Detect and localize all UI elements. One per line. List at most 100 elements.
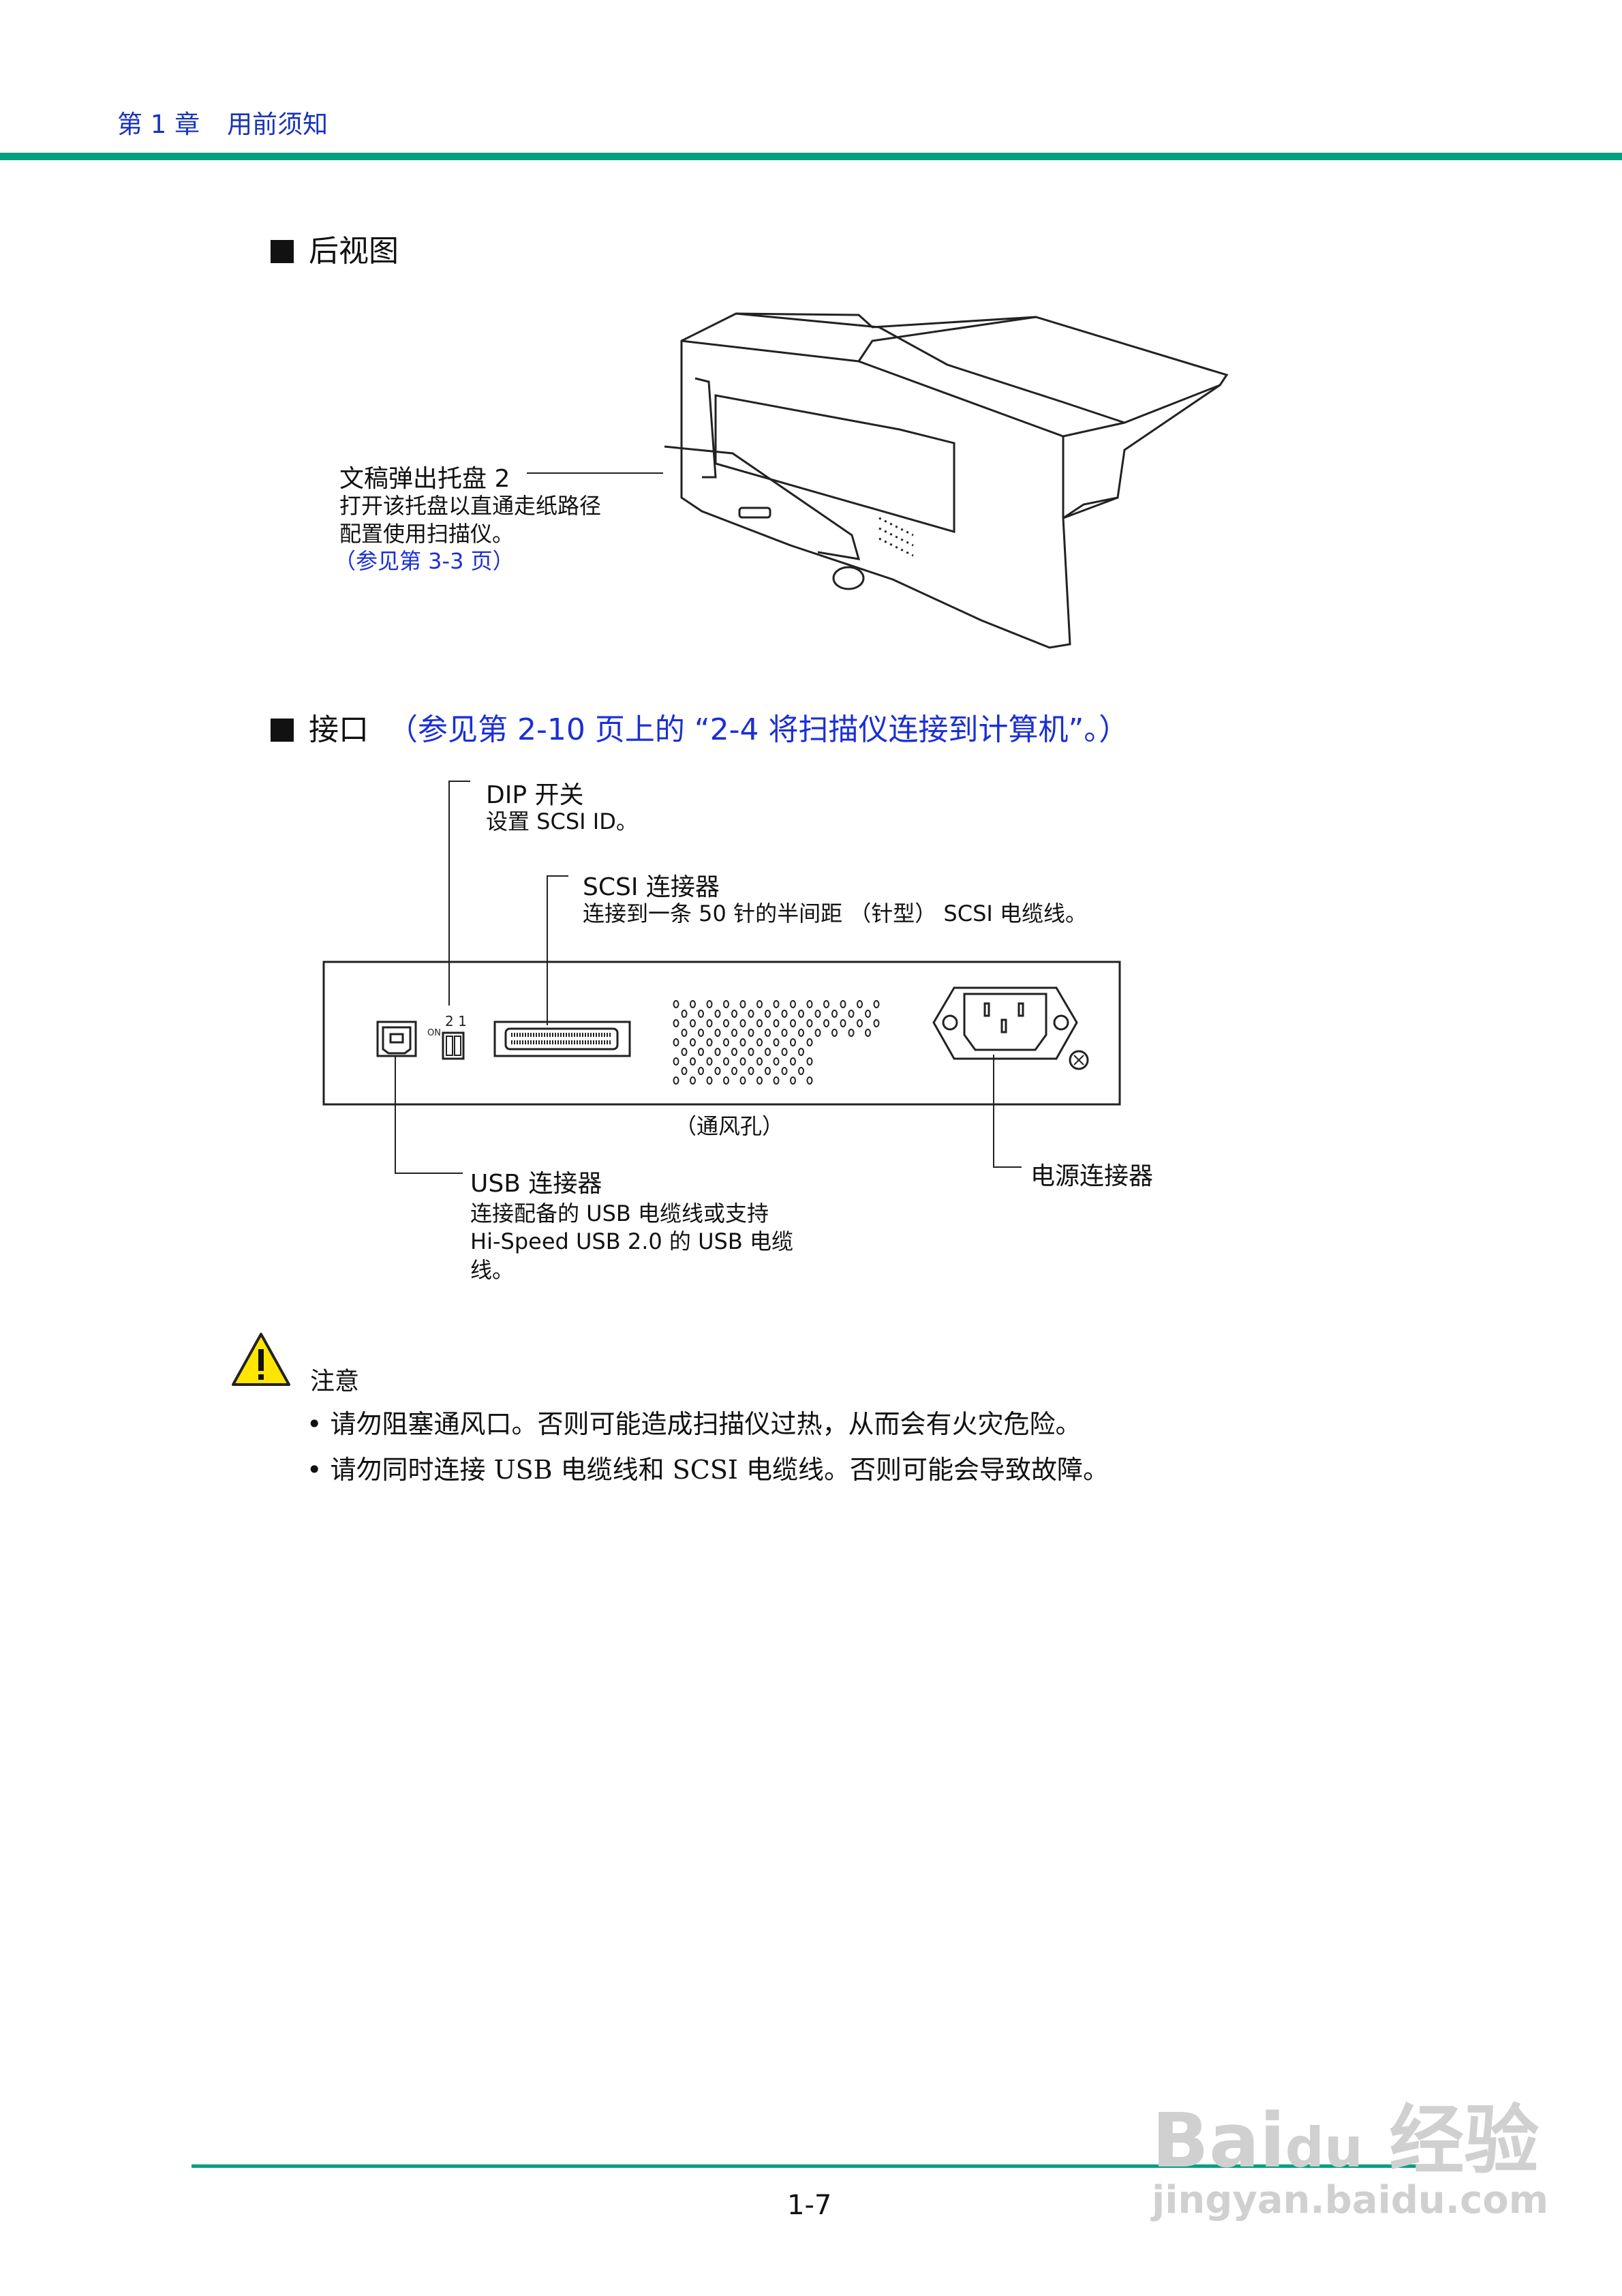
usb-title: USB 连接器 <box>470 1170 602 1198</box>
vent-hole <box>790 1057 796 1066</box>
vent-hole <box>765 1029 771 1037</box>
vent-hole <box>681 1029 688 1037</box>
dip-on-label: ON <box>427 1028 441 1038</box>
vent-hole <box>806 1038 813 1046</box>
vent-hole <box>814 1029 821 1037</box>
vent-hole <box>731 1067 737 1075</box>
caution-item: • 请勿同时连接 USB 电缆线和 SCSI 电缆线。否则可能会导致故障。 <box>307 1455 1109 1485</box>
vent-hole <box>773 1019 780 1027</box>
vent-hole <box>706 1038 713 1046</box>
tray-callout-title: 文稿弹出托盘 2 <box>339 465 510 493</box>
tray-page-reference-link[interactable]: （参见第 3-3 页） <box>334 548 515 574</box>
power-leader-tick <box>993 1166 1022 1168</box>
rear-panel-diagram: 2 1 ON <box>322 961 1121 1106</box>
vent-hole <box>756 1038 763 1046</box>
vent-hole <box>731 1010 737 1018</box>
vent-hole <box>690 1038 696 1046</box>
header-rule <box>0 153 1622 160</box>
rear-view-heading: 后视图 <box>271 226 399 270</box>
vent-hole <box>739 1057 746 1066</box>
caution-item-text: 请勿同时连接 USB 电缆线和 SCSI 电缆线。否则可能会导致故障。 <box>330 1455 1109 1485</box>
vent-hole <box>790 1038 796 1046</box>
vent-hole <box>748 1029 754 1037</box>
caution-item-text: 请勿阻塞通风口。否则可能造成扫描仪过热，从而会有火灾危险。 <box>330 1409 1082 1439</box>
vent-hole <box>798 1010 804 1018</box>
usb-leader-line <box>395 1056 396 1173</box>
vent-hole <box>773 1057 780 1066</box>
vent-hole <box>873 1019 880 1027</box>
vent-hole <box>873 1000 880 1008</box>
vent-hole <box>673 1057 679 1066</box>
vent-hole <box>698 1048 704 1056</box>
dip-switch-title: DIP 开关 <box>486 781 584 809</box>
chapter-title: 用前须知 <box>227 110 328 139</box>
vent-hole <box>706 1076 713 1085</box>
scsi-desc: 连接到一条 50 针的半间距 （针型） SCSI 电缆线。 <box>583 901 1087 926</box>
vent-hole <box>806 1000 813 1008</box>
vent-hole <box>857 1000 863 1008</box>
chapter-number: 第 1 章 <box>117 110 200 139</box>
vent-hole <box>714 1010 721 1018</box>
vent-hole <box>806 1076 813 1085</box>
dip-leader-tick <box>448 781 470 782</box>
scsi-leader-tick <box>547 875 568 877</box>
vent-hole <box>765 1010 771 1018</box>
vent-hole <box>831 1010 838 1018</box>
watermark-url: jingyan.baidu.com <box>1152 2178 1549 2222</box>
vent-hole <box>714 1048 721 1056</box>
vent-hole <box>739 1000 746 1008</box>
caution-item: • 请勿阻塞通风口。否则可能造成扫描仪过热，从而会有火灾危险。 <box>307 1409 1082 1439</box>
caution-title: 注意 <box>310 1368 360 1395</box>
vent-hole <box>723 1057 729 1066</box>
vent-hole <box>748 1067 754 1075</box>
vent-hole <box>848 1010 855 1018</box>
vent-hole <box>673 1076 679 1085</box>
vent-hole <box>773 1076 780 1085</box>
ventilation-holes <box>673 1000 880 1085</box>
vent-hole <box>723 1038 729 1046</box>
vent-hole <box>756 1019 763 1027</box>
vent-hole <box>798 1029 804 1037</box>
scanner-rear-illustration <box>664 312 1229 649</box>
vent-hole <box>706 1000 713 1008</box>
vent-hole <box>840 1019 846 1027</box>
vent-hole <box>748 1048 754 1056</box>
rear-view-title: 后视图 <box>309 234 399 269</box>
interface-heading: 接口 （参见第 2-10 页上的 “2-4 将扫描仪连接到计算机”。） <box>271 705 1129 749</box>
usb-desc-line: Hi-Speed USB 2.0 的 USB 电缆 <box>470 1228 793 1254</box>
rear-panel-outline <box>322 961 1121 1106</box>
vent-hole <box>681 1067 688 1075</box>
baidu-watermark-logo: Baidu 经验 <box>1152 2097 1540 2184</box>
vent-hole <box>773 1000 780 1008</box>
usb-desc-line: 线。 <box>470 1257 515 1283</box>
vent-hole <box>806 1057 813 1066</box>
vent-label: （通风孔） <box>675 1113 784 1139</box>
vent-hole <box>690 1019 696 1027</box>
vent-hole <box>690 1057 696 1066</box>
vent-hole <box>765 1048 771 1056</box>
vent-hole <box>790 1000 796 1008</box>
vent-hole <box>706 1019 713 1027</box>
interface-reference-link[interactable]: （参见第 2-10 页上的 “2-4 将扫描仪连接到计算机”。） <box>388 712 1129 747</box>
power-connector-icon <box>932 986 1078 1060</box>
vent-hole <box>756 1057 763 1066</box>
tray-leader-line <box>527 472 663 474</box>
vent-hole <box>756 1076 763 1085</box>
vent-hole <box>781 1048 788 1056</box>
power-connector-title: 电源连接器 <box>1030 1162 1154 1190</box>
vent-hole <box>714 1067 721 1075</box>
vent-hole <box>840 1000 846 1008</box>
usb-desc-line: 连接配备的 USB 电缆线或支持 <box>470 1200 769 1226</box>
dip-switch-desc: 设置 SCSI ID。 <box>486 809 638 834</box>
interface-title: 接口 <box>309 712 369 747</box>
vent-hole <box>806 1019 813 1027</box>
vent-hole <box>698 1010 704 1018</box>
vent-hole <box>673 1019 679 1027</box>
vent-hole <box>673 1000 679 1008</box>
warning-triangle-icon <box>232 1333 290 1386</box>
vent-hole <box>731 1029 737 1037</box>
vent-hole <box>690 1076 696 1085</box>
usb-leader-tick <box>395 1173 463 1174</box>
vent-hole <box>865 1029 871 1037</box>
vent-hole <box>857 1019 863 1027</box>
